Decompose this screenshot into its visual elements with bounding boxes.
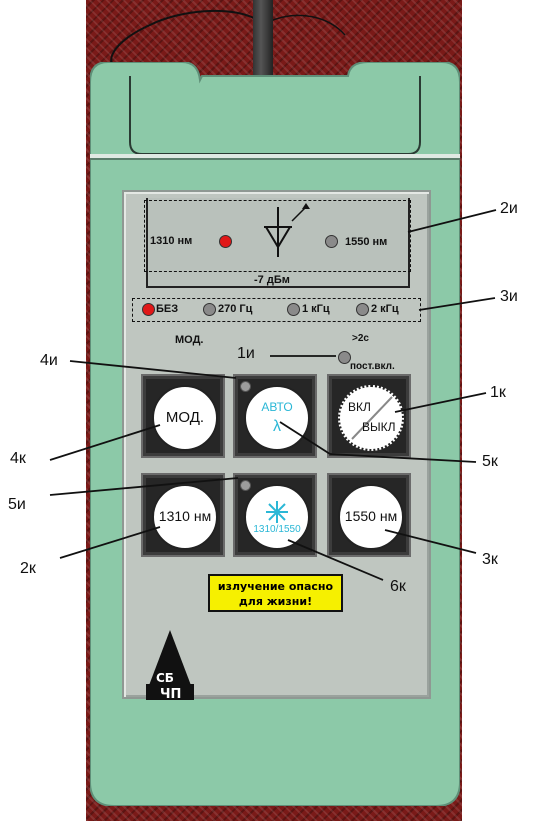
led-1550 (325, 235, 338, 248)
led-mod-none (142, 303, 155, 316)
callout-1k: 1к (490, 384, 506, 401)
wavelength-1310-button-label: 1310 нм (158, 508, 212, 525)
power-button-face[interactable]: ВКЛ ВЫКЛ (338, 385, 404, 451)
mod-button-face[interactable]: МОД. (152, 385, 218, 451)
mod-button[interactable]: МОД. (141, 374, 225, 458)
mod-option-none: БЕЗ (156, 303, 179, 315)
led-mod-1k (287, 303, 300, 316)
callout-2k: 2к (20, 560, 36, 577)
mod-option-2k: 2 кГц (371, 303, 399, 315)
callout-4i: 4и (40, 352, 58, 369)
cord-loop (110, 10, 346, 71)
indicator-1i (338, 351, 351, 364)
mod-option-270: 270 Гц (218, 303, 253, 315)
led-mod-270 (203, 303, 216, 316)
warning-line-2: для жизни! (238, 595, 313, 608)
wavelength-1310-button-face[interactable]: 1310 нм (152, 484, 218, 550)
callout-1i: 1и (237, 345, 255, 362)
auto-lambda-button[interactable]: АВТО λ (233, 374, 317, 458)
power-readout: -7 дБм (254, 274, 290, 286)
power-slash-icon (351, 396, 393, 440)
wavelength-both-button-face[interactable]: 1310/1550 (244, 484, 310, 550)
callout-5k: 5к (482, 453, 498, 470)
wavelength-1310-label: 1310 нм (150, 235, 193, 247)
wavelength-1550-button-face[interactable]: 1550 нм (338, 484, 404, 550)
callout-4k: 4к (10, 450, 26, 467)
auto-lambda-button-face[interactable]: АВТО λ (244, 385, 310, 451)
svg-text:ЧП: ЧП (160, 687, 181, 702)
indicator-1i-line1: >2с (352, 333, 369, 344)
power-button[interactable]: ВКЛ ВЫКЛ (327, 374, 411, 458)
wavelength-1550-button[interactable]: 1550 нм (327, 473, 411, 557)
mod-button-label: МОД. (165, 408, 205, 426)
warning-line-1: излучение опасно (217, 580, 334, 593)
wavelength-indicator-group (144, 200, 411, 272)
callout-5i: 5и (8, 496, 26, 513)
wavelength-both-label: 1310/1550 (253, 523, 301, 535)
callout-3k: 3к (482, 551, 498, 568)
led-1310 (219, 235, 232, 248)
laser-burst-icon (266, 500, 288, 523)
wavelength-1310-button[interactable]: 1310 нм (141, 473, 225, 557)
callout-2i: 2и (500, 200, 518, 217)
callout-3i: 3и (500, 288, 518, 305)
indicator-1i-line2: пост.вкл. (350, 361, 395, 372)
indicator-5i (240, 480, 251, 491)
laser-diode-icon (264, 203, 310, 257)
wavelength-1550-label: 1550 нм (345, 236, 388, 248)
auto-label: АВТО (261, 399, 293, 414)
manufacturer-logo: СБ ЧП (146, 630, 194, 702)
power-off-label: ВЫКЛ (362, 420, 396, 434)
indicator-4i (240, 381, 251, 392)
power-on-label: ВКЛ (348, 400, 371, 414)
lambda-label: λ (273, 417, 281, 435)
wavelength-1550-button-label: 1550 нм (344, 508, 398, 525)
mod-option-1k: 1 кГц (302, 303, 330, 315)
callout-6k: 6к (390, 578, 406, 595)
led-mod-2k (356, 303, 369, 316)
radiation-warning-label: излучение опасно для жизни! (208, 574, 343, 612)
wavelength-both-button[interactable]: 1310/1550 (233, 473, 317, 557)
svg-text:СБ: СБ (156, 671, 174, 685)
mod-label: МОД. (175, 334, 204, 346)
fiber-cable (253, 0, 273, 92)
